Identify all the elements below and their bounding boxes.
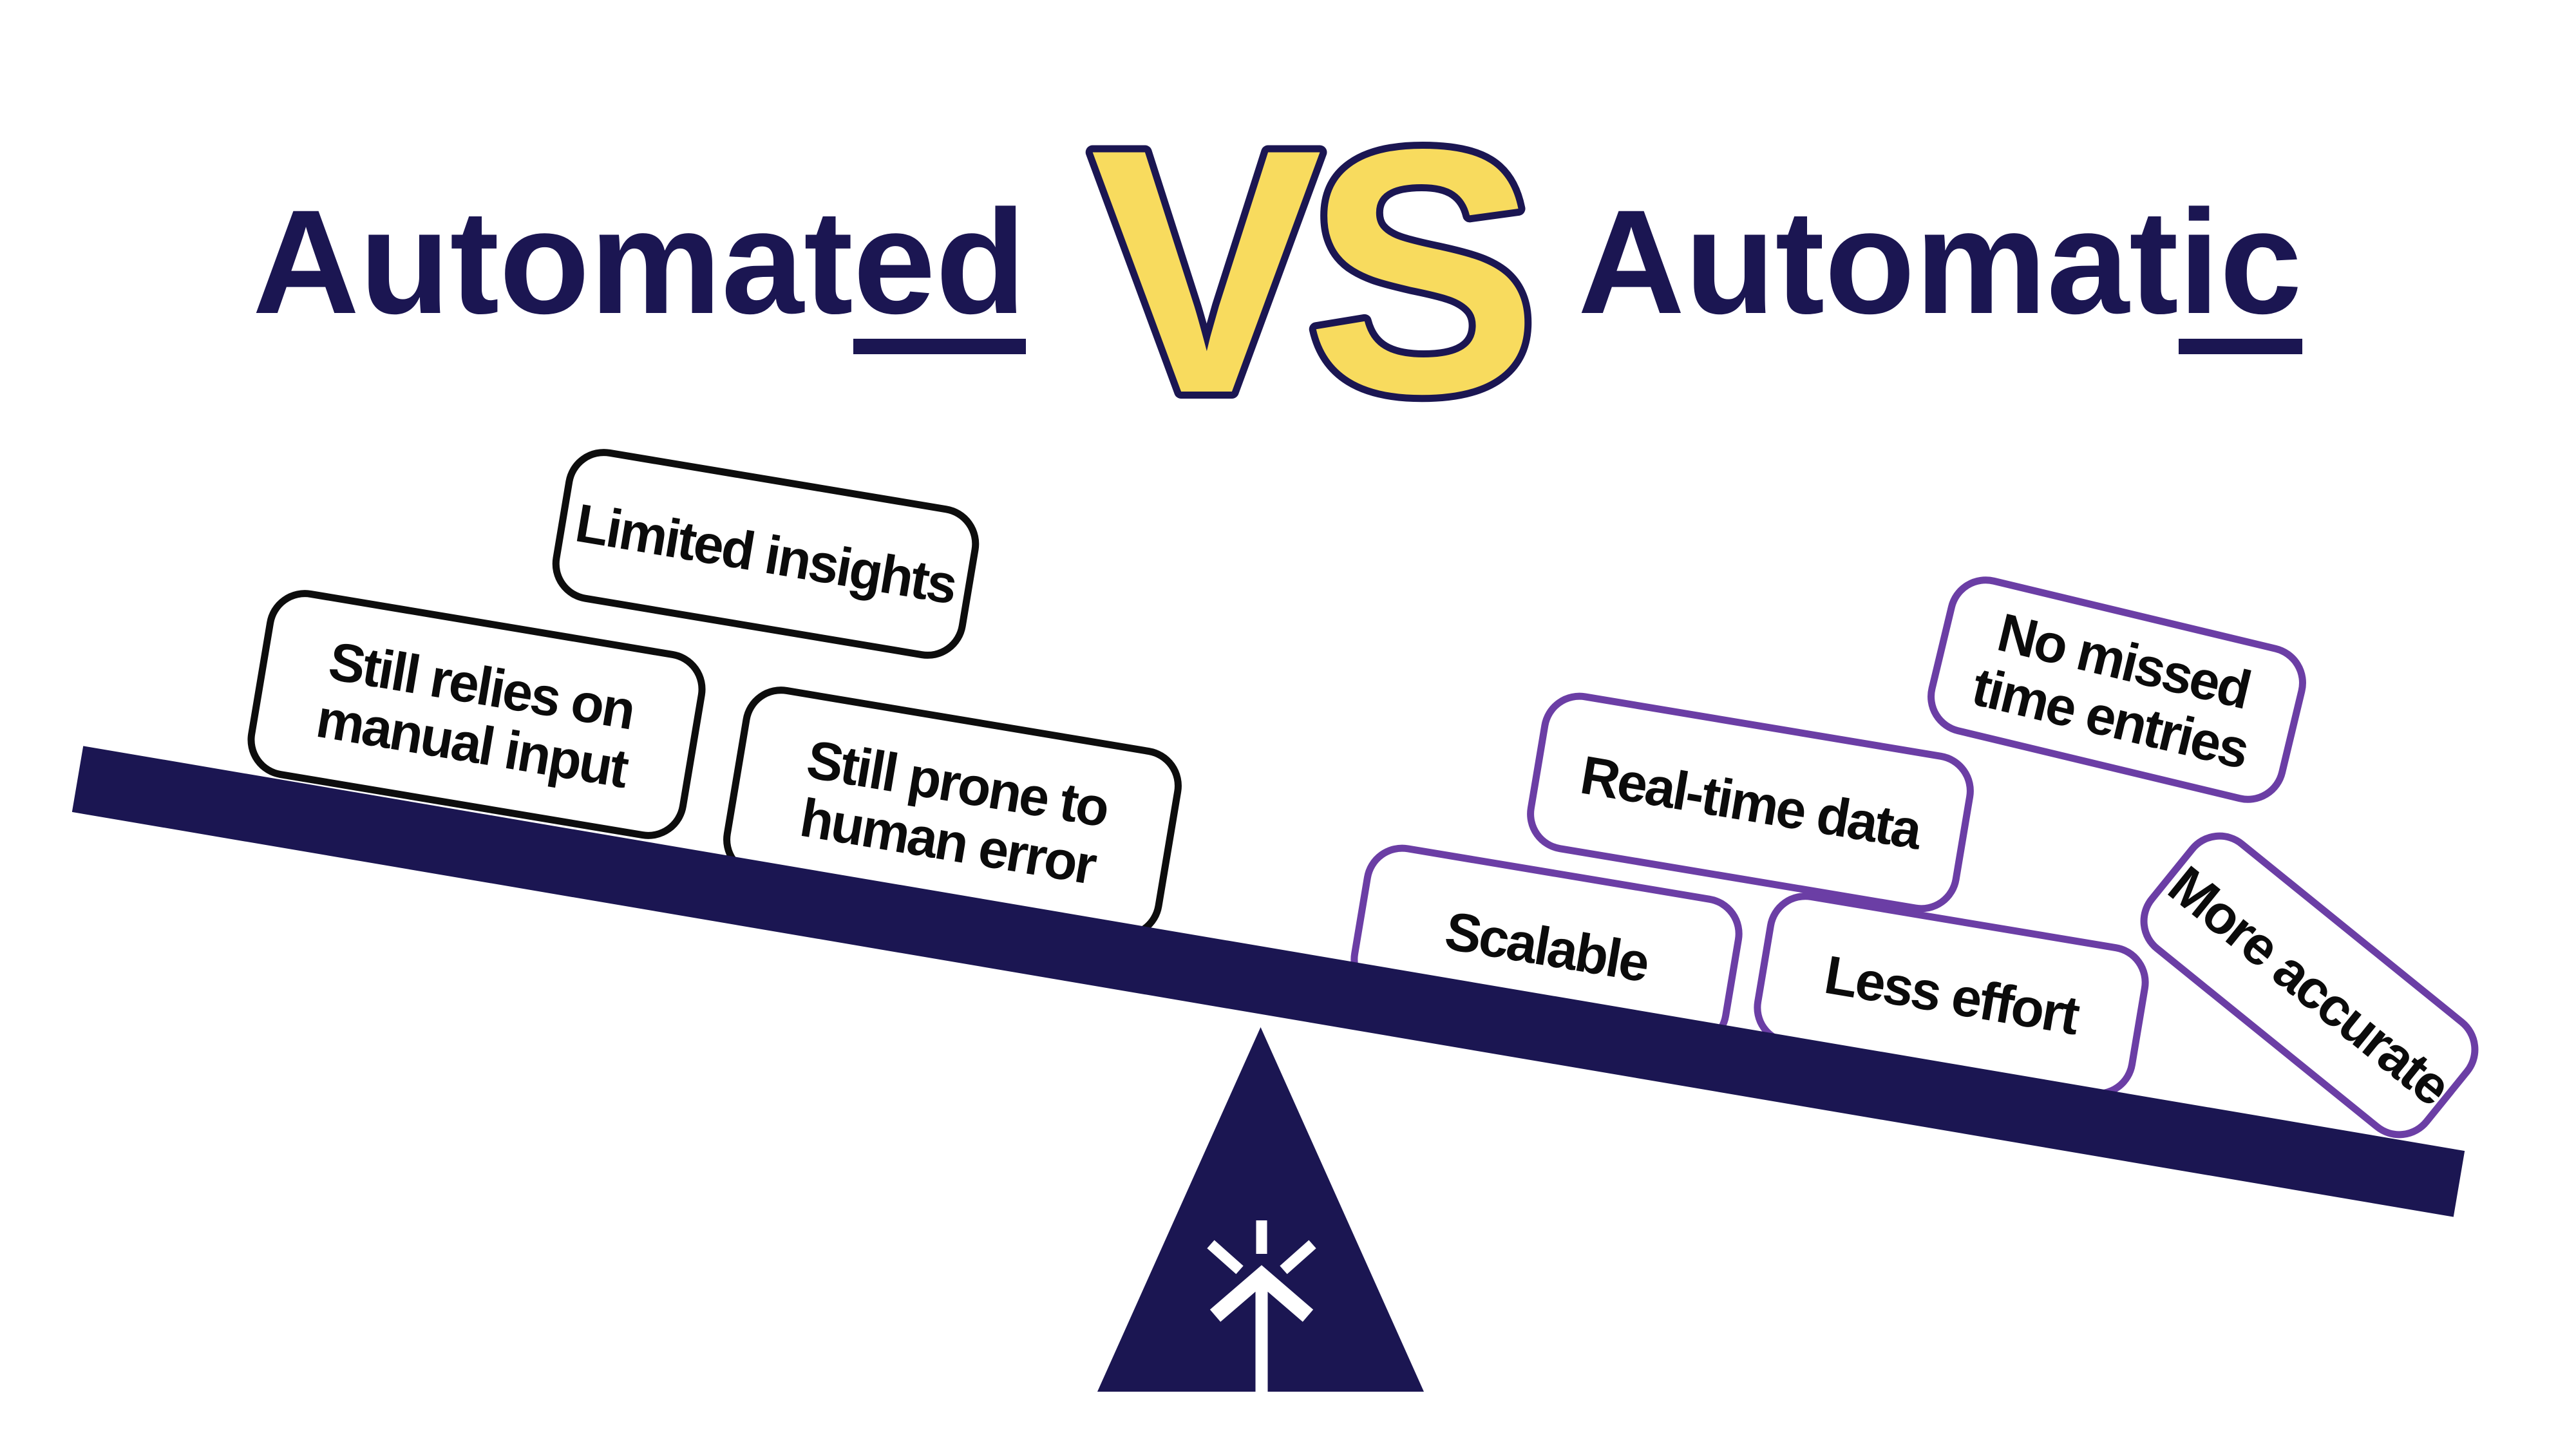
title-automatic: Automatic bbox=[1578, 188, 2302, 354]
card-no-missed-label: No missed time entries bbox=[1966, 601, 2256, 781]
title-automated-main: Automat bbox=[252, 179, 853, 345]
title-automatic-main: Automat bbox=[1578, 179, 2179, 345]
title-automated: Automated bbox=[252, 188, 1027, 354]
card-still-prone-label: Still prone to human error bbox=[796, 728, 1112, 896]
card-scalable-label: Scalable bbox=[1441, 900, 1653, 994]
vs-text: VS bbox=[1090, 77, 1529, 466]
title-automatic-underlined-ending: ic bbox=[2178, 188, 2302, 354]
card-more-accurate-label: More accurate bbox=[2157, 854, 2461, 1117]
card-still-relies-label: Still relies on manual input bbox=[312, 630, 638, 799]
card-limited-insights-label: Limited insights bbox=[571, 492, 960, 616]
card-real-time-data-label: Real-time data bbox=[1576, 744, 1925, 860]
card-limited-insights: Limited insights bbox=[546, 443, 985, 665]
vs-badge: VS bbox=[1083, 70, 1552, 473]
triangle-shape bbox=[1097, 1027, 1424, 1392]
card-no-missed-time-entries: No missed time entries bbox=[1919, 568, 2315, 811]
fulcrum-triangle bbox=[1097, 1027, 1424, 1392]
arrow-up-rays-icon bbox=[1207, 1220, 1316, 1392]
title-automated-underlined-ending: ed bbox=[853, 188, 1027, 354]
card-less-effort-label: Less effort bbox=[1820, 943, 2083, 1046]
